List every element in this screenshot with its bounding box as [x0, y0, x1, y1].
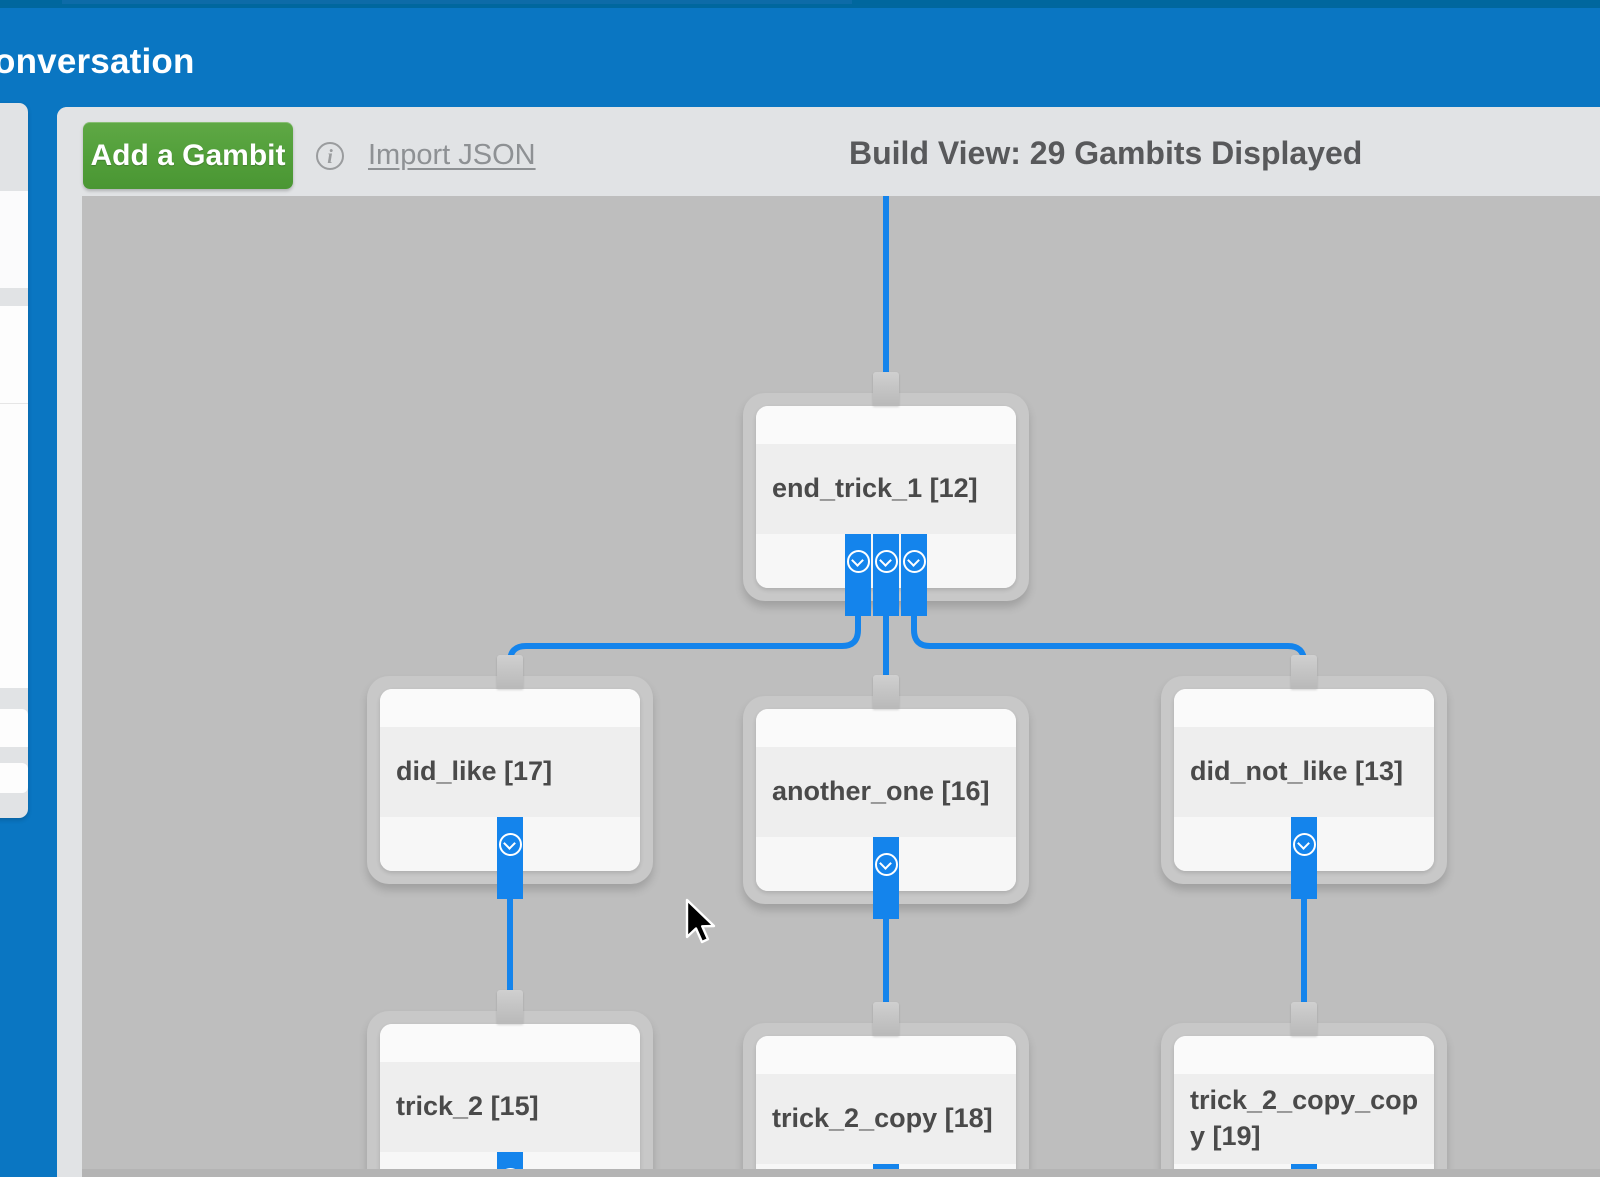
gambit-node-body: trick_2_copy_copy [19] — [1174, 1074, 1434, 1164]
background-side-panel[interactable] — [0, 103, 28, 818]
chevron-down-icon — [498, 832, 522, 856]
output-port-stub — [497, 871, 523, 899]
output-port-stub — [845, 588, 871, 616]
main-content-card: Add a Gambit i Import JSON Build View: 2… — [57, 107, 1600, 1177]
graph-edge — [507, 616, 861, 663]
gambit-node-card[interactable]: did_like [17] — [380, 689, 640, 871]
gambit-node-body: another_one [16] — [756, 747, 1016, 837]
gambit-node-header — [1174, 689, 1434, 727]
gambit-node-output-ports — [845, 534, 927, 588]
window-top-strip — [0, 0, 1600, 8]
output-port-stub — [1291, 871, 1317, 899]
chevron-down-icon — [902, 549, 926, 573]
canvas-bottom-edge — [82, 1169, 1600, 1177]
gambit-node[interactable]: trick_2_copy [18] — [743, 1023, 1029, 1177]
gambit-node-card[interactable]: trick_2_copy [18] — [756, 1036, 1016, 1177]
window-top-strip-highlight — [62, 0, 852, 4]
gambit-graph-canvas[interactable]: end_trick_1 [12] did_like [17] another_one… — [82, 196, 1600, 1177]
chevron-down-icon — [874, 852, 898, 876]
gambit-node-card[interactable]: another_one [16] — [756, 709, 1016, 891]
gambit-node[interactable]: end_trick_1 [12] — [743, 393, 1029, 601]
gambit-node-header — [380, 1024, 640, 1062]
gambit-node-output-ports — [1291, 817, 1317, 871]
output-port-stub — [873, 588, 899, 616]
info-icon[interactable]: i — [316, 142, 344, 170]
gambit-node-label: trick_2_copy_copy [19] — [1190, 1085, 1419, 1151]
gambit-node-output-ports — [497, 817, 523, 871]
gambit-node-body: trick_2 [15] — [380, 1062, 640, 1152]
output-port-1[interactable] — [873, 534, 899, 588]
output-port-stub — [873, 891, 899, 919]
output-port-0[interactable] — [497, 817, 523, 871]
import-json-link[interactable]: Import JSON — [368, 139, 536, 171]
chevron-down-icon — [1292, 832, 1316, 856]
input-socket[interactable] — [873, 675, 899, 709]
input-socket[interactable] — [873, 372, 899, 406]
gambit-node-header — [756, 406, 1016, 444]
input-socket[interactable] — [497, 655, 523, 689]
gambit-node-body: did_like [17] — [380, 727, 640, 817]
graph-edge — [911, 616, 1307, 663]
side-panel-section-top — [0, 191, 28, 288]
gambit-node-footer — [1174, 817, 1434, 871]
gambit-node-header — [380, 689, 640, 727]
gambit-node-header — [756, 1036, 1016, 1074]
gambit-node-footer — [756, 534, 1016, 588]
output-port-stub — [901, 588, 927, 616]
gambit-node[interactable]: another_one [16] — [743, 696, 1029, 904]
gambit-node[interactable]: did_not_like [13] — [1161, 676, 1447, 884]
gambit-node-output-ports — [873, 837, 899, 891]
gambit-node-header — [1174, 1036, 1434, 1074]
input-socket[interactable] — [873, 1002, 899, 1036]
gambit-node-body: trick_2_copy [18] — [756, 1074, 1016, 1164]
output-port-0[interactable] — [1291, 817, 1317, 871]
gambit-node-label: trick_2_copy [18] — [772, 1103, 993, 1134]
builder-toolbar: Add a Gambit i Import JSON Build View: 2… — [57, 107, 1600, 196]
gambit-node-label: did_not_like [13] — [1190, 756, 1404, 787]
output-port-2[interactable] — [901, 534, 927, 588]
gambit-node[interactable]: trick_2 [15] — [367, 1011, 653, 1177]
gambit-node-footer — [756, 837, 1016, 891]
gambit-node-card[interactable]: trick_2 [15] — [380, 1024, 640, 1177]
gambit-node-card[interactable]: end_trick_1 [12] — [756, 406, 1016, 588]
side-panel-section-bottom — [0, 763, 28, 793]
side-panel-divider — [0, 403, 28, 404]
gambit-node-header — [756, 709, 1016, 747]
input-socket[interactable] — [497, 990, 523, 1024]
build-view-heading: Build View: 29 Gambits Displayed — [849, 135, 1363, 171]
gambit-node-label: end_trick_1 [12] — [772, 473, 978, 504]
chevron-down-icon — [846, 549, 870, 573]
gambit-node-label: another_one [16] — [772, 776, 990, 807]
gambit-node-body: end_trick_1 [12] — [756, 444, 1016, 534]
gambit-node-label: trick_2 [15] — [396, 1091, 539, 1122]
gambit-node-card[interactable]: trick_2_copy_copy [19] — [1174, 1036, 1434, 1177]
input-socket[interactable] — [1291, 655, 1317, 689]
page-title: onversation — [0, 42, 195, 81]
gambit-node-footer — [380, 817, 640, 871]
chevron-down-icon — [874, 549, 898, 573]
gambit-node-card[interactable]: did_not_like [13] — [1174, 689, 1434, 871]
output-port-0[interactable] — [873, 837, 899, 891]
side-panel-section-middle — [0, 306, 28, 688]
input-socket[interactable] — [1291, 1002, 1317, 1036]
gambit-node-label: did_like [17] — [396, 756, 553, 787]
add-a-gambit-button[interactable]: Add a Gambit — [83, 122, 293, 189]
gambit-node[interactable]: did_like [17] — [367, 676, 653, 884]
gambit-node-body: did_not_like [13] — [1174, 727, 1434, 817]
output-port-0[interactable] — [845, 534, 871, 588]
app-header-bar: onversation — [0, 8, 1600, 103]
side-panel-section-lower — [0, 709, 28, 747]
gambit-node[interactable]: trick_2_copy_copy [19] — [1161, 1023, 1447, 1177]
